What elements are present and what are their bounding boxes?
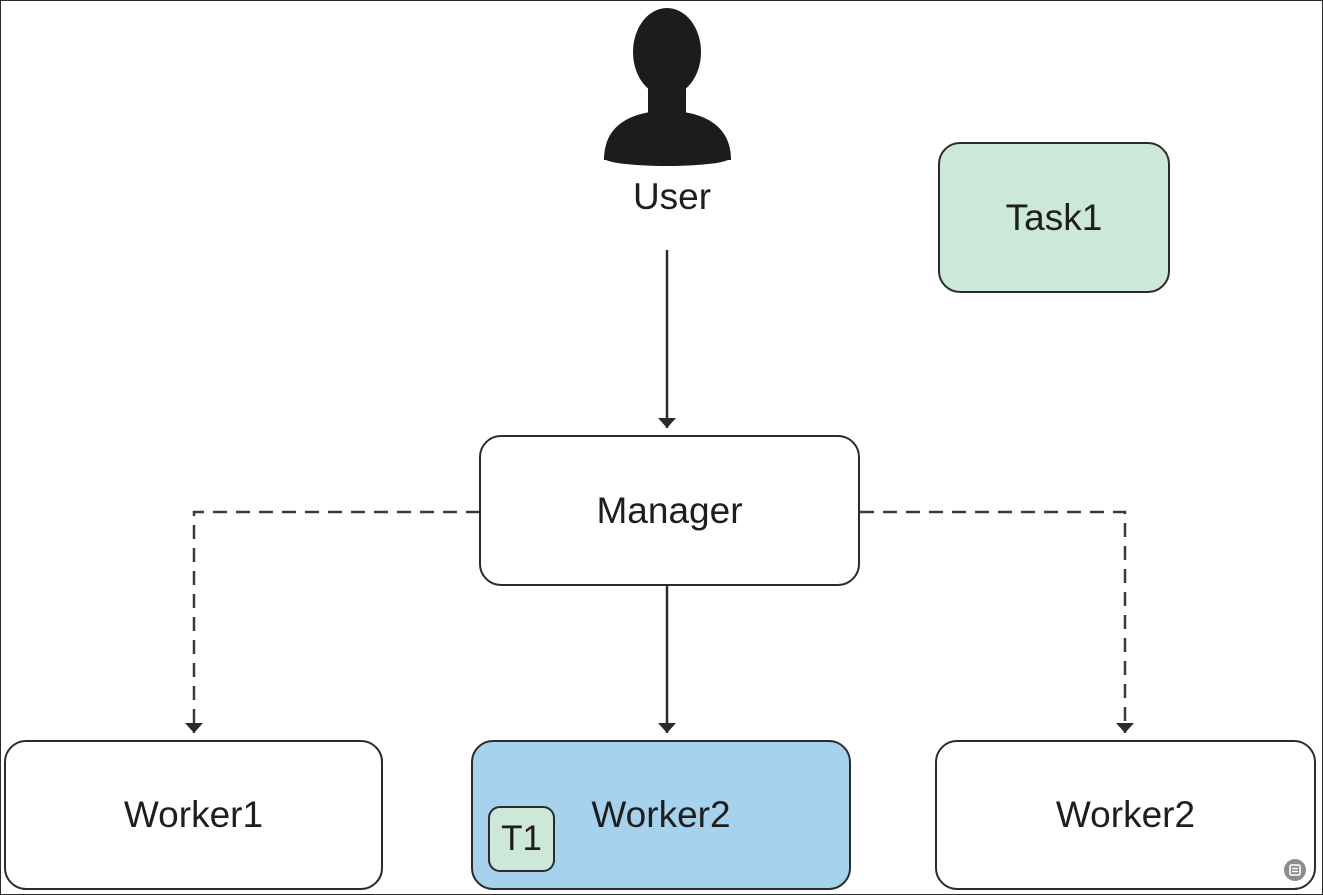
- dashed-arrow-manager-to-worker3: [860, 510, 1134, 733]
- user-silhouette-icon: [604, 8, 731, 166]
- task-chip-label: T1: [501, 819, 542, 858]
- worker1-box: Worker1: [4, 740, 383, 890]
- manager-box: Manager: [479, 435, 860, 586]
- scan-icon[interactable]: [1283, 858, 1307, 882]
- worker2-label: Worker2: [591, 794, 731, 835]
- worker1-label: Worker1: [123, 794, 264, 835]
- user-label: User: [632, 176, 712, 217]
- task-chip-t1: T1: [488, 806, 555, 872]
- task1-label: Task1: [1005, 196, 1103, 238]
- dashed-arrow-manager-to-worker1: [185, 510, 480, 733]
- worker3-box: Worker2: [935, 740, 1316, 890]
- task1-box: Task1: [938, 142, 1170, 293]
- worker3-label: Worker2: [1055, 794, 1196, 835]
- manager-label: Manager: [596, 489, 743, 531]
